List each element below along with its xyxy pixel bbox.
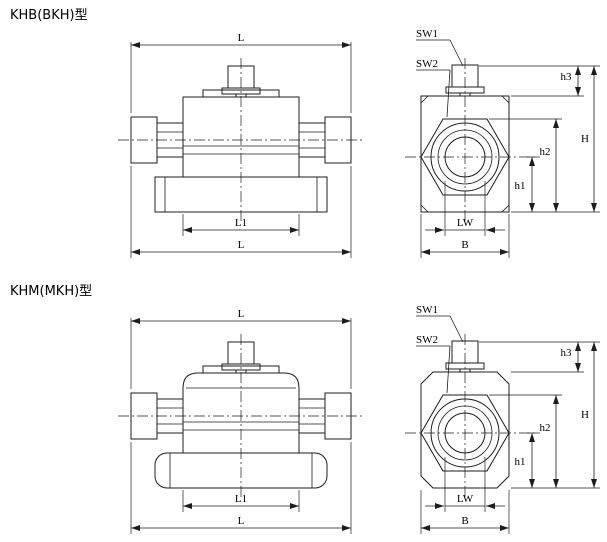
dim-label-LW: LW — [457, 217, 474, 229]
khb-front-view — [118, 58, 364, 222]
dim-label-H: H — [581, 133, 589, 145]
dim-label-SW2: SW2 — [416, 58, 438, 70]
dim-label-SW1: SW1 — [416, 304, 438, 316]
dim-label-L1: L1 — [235, 217, 247, 229]
dim-label-B: B — [461, 239, 468, 251]
dim-label-B: B — [461, 515, 468, 527]
dim-label-L-bottom: L — [238, 515, 245, 527]
right-port — [298, 116, 352, 164]
khm-front-view — [118, 334, 364, 498]
section-title-khm: KHM(MKH)型 — [10, 284, 92, 299]
dim-label-h2: h2 — [540, 146, 551, 158]
dim-label-L-top: L — [238, 32, 245, 44]
khm-dimensions: L L1 L SW1 SW2 h1 h2 h3 H LW B — [131, 304, 600, 534]
dim-label-L-bottom: L — [238, 239, 245, 251]
section-title-khb: KHB(BKH)型 — [10, 8, 88, 23]
dim-label-LW: LW — [457, 493, 474, 505]
dim-label-h3: h3 — [561, 347, 573, 359]
dim-label-SW1: SW1 — [416, 28, 438, 40]
dim-label-h1: h1 — [515, 456, 526, 468]
khm-side-view — [405, 334, 538, 498]
khb-side-view — [405, 58, 538, 222]
khb-dimensions: L L1 L SW1 SW2 h1 h2 h3 H LW B — [131, 28, 600, 258]
dim-label-SW2: SW2 — [416, 334, 438, 346]
section-khm: KHM(MKH)型 L — [10, 284, 600, 534]
dim-label-L1: L1 — [235, 493, 247, 505]
dim-label-L-top: L — [238, 308, 245, 320]
right-port — [298, 392, 352, 440]
dim-label-H: H — [581, 409, 589, 421]
section-khb: KHB(BKH)型 — [10, 8, 600, 258]
dim-label-h3: h3 — [561, 71, 573, 83]
dim-label-h1: h1 — [515, 180, 526, 192]
dim-label-h2: h2 — [540, 422, 551, 434]
